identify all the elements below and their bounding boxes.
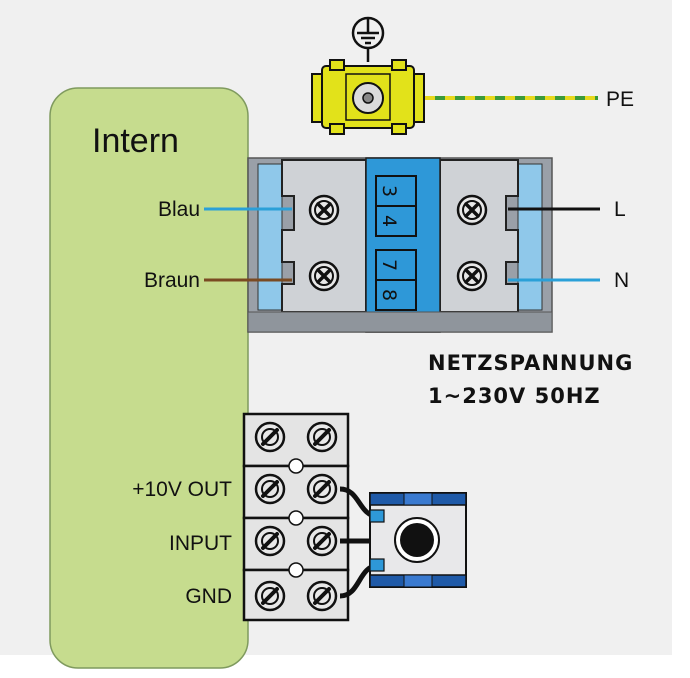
mains-caption-line2: 1~230V 50HZ xyxy=(428,384,601,408)
terminal-number: 4 xyxy=(378,215,400,227)
label-gnd: GND xyxy=(185,585,232,608)
label-l: L xyxy=(614,198,626,221)
screw-icon xyxy=(254,525,286,557)
screw-icon xyxy=(306,580,338,612)
terminal-number: 8 xyxy=(378,289,400,301)
terminal-number: 3 xyxy=(378,185,400,197)
screw-icon xyxy=(308,194,340,226)
pe-label: PE xyxy=(606,88,634,111)
ground-symbol-icon xyxy=(351,16,385,62)
screw-icon xyxy=(254,580,286,612)
mains-terminal-block: 3 4 7 8 xyxy=(247,157,553,333)
io-terminal-strip xyxy=(242,412,350,622)
screw-icon xyxy=(308,260,340,292)
screw-icon xyxy=(254,473,286,505)
pe-clamp xyxy=(311,59,425,135)
internal-panel xyxy=(49,87,249,669)
label-input: INPUT xyxy=(169,532,232,555)
screw-icon xyxy=(306,421,338,453)
right-strip xyxy=(672,0,690,673)
screw-icon xyxy=(306,525,338,557)
screw-icon xyxy=(456,194,488,226)
screw-icon xyxy=(306,473,338,505)
label-braun: Braun xyxy=(144,269,200,292)
screw-icon xyxy=(254,421,286,453)
screw-icon xyxy=(456,260,488,292)
mains-caption-line1: NETZSPANNUNG xyxy=(428,351,633,375)
terminal-number: 7 xyxy=(378,259,400,271)
label-10v-out: +10V OUT xyxy=(132,478,232,501)
internal-label: Intern xyxy=(92,122,179,160)
label-n: N xyxy=(614,269,629,292)
potentiometer xyxy=(369,492,467,588)
label-blau: Blau xyxy=(158,198,200,221)
